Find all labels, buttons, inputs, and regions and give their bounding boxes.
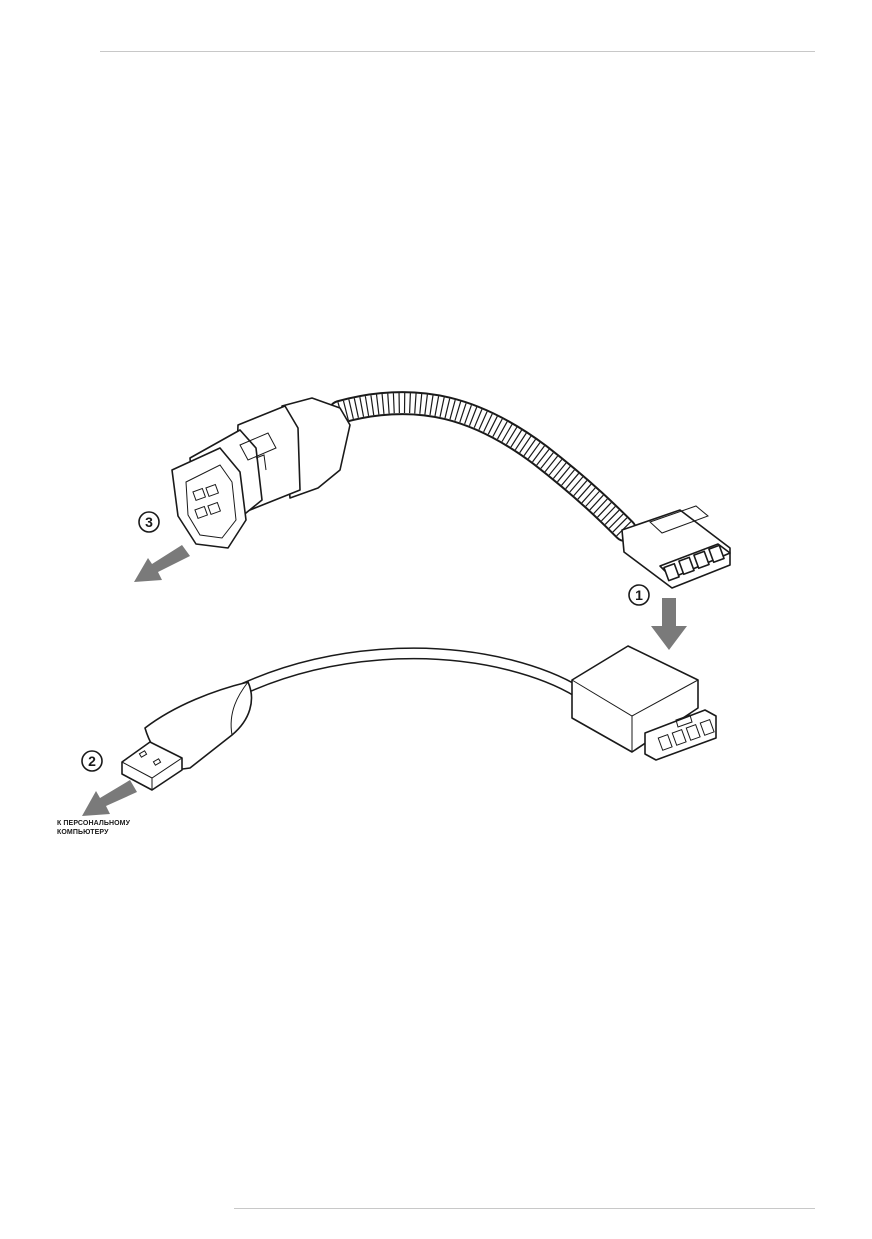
arrow-1-icon bbox=[651, 598, 687, 650]
molex-plug-icon bbox=[621, 505, 731, 589]
pc-caption-line1: К ПЕРСОНАЛЬНОМУ bbox=[57, 820, 131, 827]
callout-3: 3 bbox=[138, 511, 160, 533]
usb-cable bbox=[239, 647, 584, 698]
arrow-3-icon bbox=[134, 545, 190, 582]
arrow-2-icon bbox=[82, 780, 137, 816]
callout-2: 2 bbox=[81, 750, 103, 772]
pc-caption-line2: КОМПЬЮТЕРУ bbox=[57, 829, 109, 836]
adapter-box-icon bbox=[571, 645, 717, 761]
usb-plug-icon bbox=[121, 681, 253, 791]
vehicle-connector-icon bbox=[171, 397, 351, 549]
svg-text:1: 1 bbox=[635, 587, 643, 603]
footer-rule bbox=[234, 1208, 815, 1209]
pc-caption: К ПЕРСОНАЛЬНОМУ КОМПЬЮТЕРУ bbox=[57, 819, 130, 837]
header-rule bbox=[100, 51, 815, 52]
callout-1: 1 bbox=[628, 584, 650, 606]
corrugated-cable bbox=[328, 391, 637, 542]
svg-text:3: 3 bbox=[145, 514, 153, 530]
svg-text:2: 2 bbox=[88, 753, 96, 769]
